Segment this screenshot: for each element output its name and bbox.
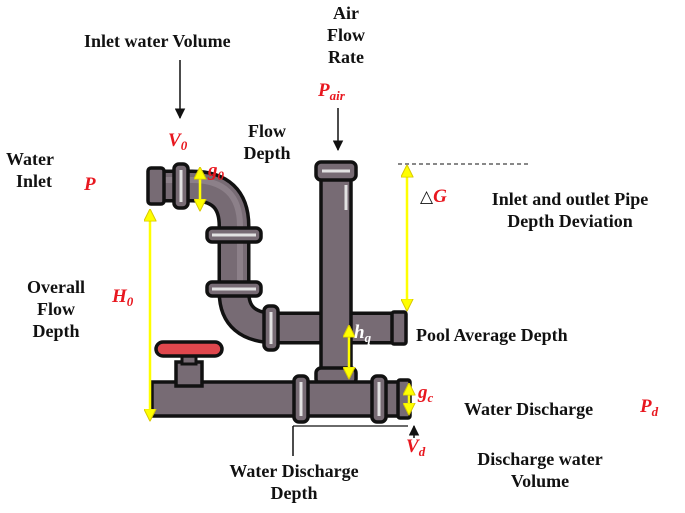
air-flow-rate-line2: Flow [327, 25, 365, 45]
inlet-end-cap [146, 166, 166, 206]
symbol-vd: Vd [406, 436, 426, 459]
flow-depth-label: Flow Depth [236, 120, 298, 164]
water-inlet-label: Water Inlet [6, 148, 54, 192]
overall-flow-depth-label: Overall Flow Depth [12, 276, 100, 342]
inlet-outlet-deviation-line2: Depth Deviation [507, 211, 633, 231]
inlet-outlet-deviation-line1: Inlet and outlet Pipe [491, 189, 649, 209]
symbol-pd: Pd [640, 396, 659, 419]
discharge-water-volume-line1: Discharge water [477, 449, 603, 469]
overall-flow-depth-line3: Depth [32, 321, 80, 341]
water-inlet-line1: Water [6, 149, 54, 169]
discharge-pipe [150, 374, 412, 424]
valve-icon [154, 340, 224, 388]
air-flow-rate-label: Air Flow Rate [318, 2, 374, 68]
symbol-hq: hq [354, 322, 372, 345]
overall-flow-depth-line2: Flow [37, 299, 75, 319]
symbol-p: P [84, 174, 96, 195]
water-inlet-line2: Inlet [16, 171, 52, 191]
inlet-water-volume-label: Inlet water Volume [84, 31, 231, 51]
water-discharge-depth-line1: Water Discharge [229, 461, 359, 481]
pool-pipe-end [390, 310, 408, 346]
symbol-delta-g: △G [420, 186, 447, 207]
discharge-water-volume-label: Discharge water Volume [452, 448, 628, 492]
symbol-v0: V0 [168, 130, 188, 153]
flow-depth-line1: Flow [248, 121, 286, 141]
symbol-g0: g0 [208, 160, 224, 183]
pipe-joints-inlet [172, 162, 280, 352]
water-discharge-depth-line2: Depth [270, 483, 318, 503]
water-discharge-label: Water Discharge [464, 399, 594, 419]
water-discharge-depth-label: Water Discharge Depth [204, 460, 384, 504]
discharge-water-volume-line2: Volume [510, 471, 570, 491]
flow-depth-line2: Depth [243, 143, 291, 163]
air-flow-rate-line1: Air [333, 3, 359, 23]
symbol-p-air: Pair [318, 80, 345, 103]
pool-average-depth-label: Pool Average Depth [416, 325, 568, 345]
symbol-gc: gc [418, 382, 434, 405]
symbol-h0: H0 [112, 286, 134, 309]
inlet-outlet-deviation-label: Inlet and outlet Pipe Depth Deviation [472, 188, 668, 232]
overall-flow-depth-line1: Overall [27, 277, 85, 297]
air-flow-rate-line3: Rate [328, 47, 364, 67]
